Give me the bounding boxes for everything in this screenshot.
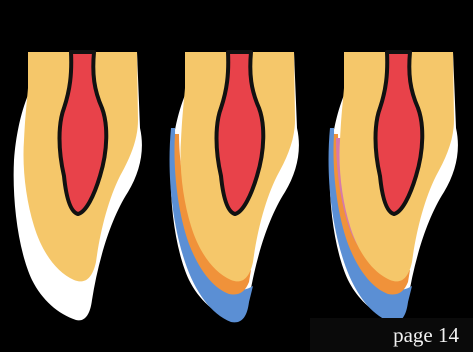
- page-label: page 14: [310, 318, 473, 352]
- tooth-3: [329, 52, 458, 322]
- tooth-1: [14, 52, 142, 320]
- tooth-2: [170, 52, 299, 322]
